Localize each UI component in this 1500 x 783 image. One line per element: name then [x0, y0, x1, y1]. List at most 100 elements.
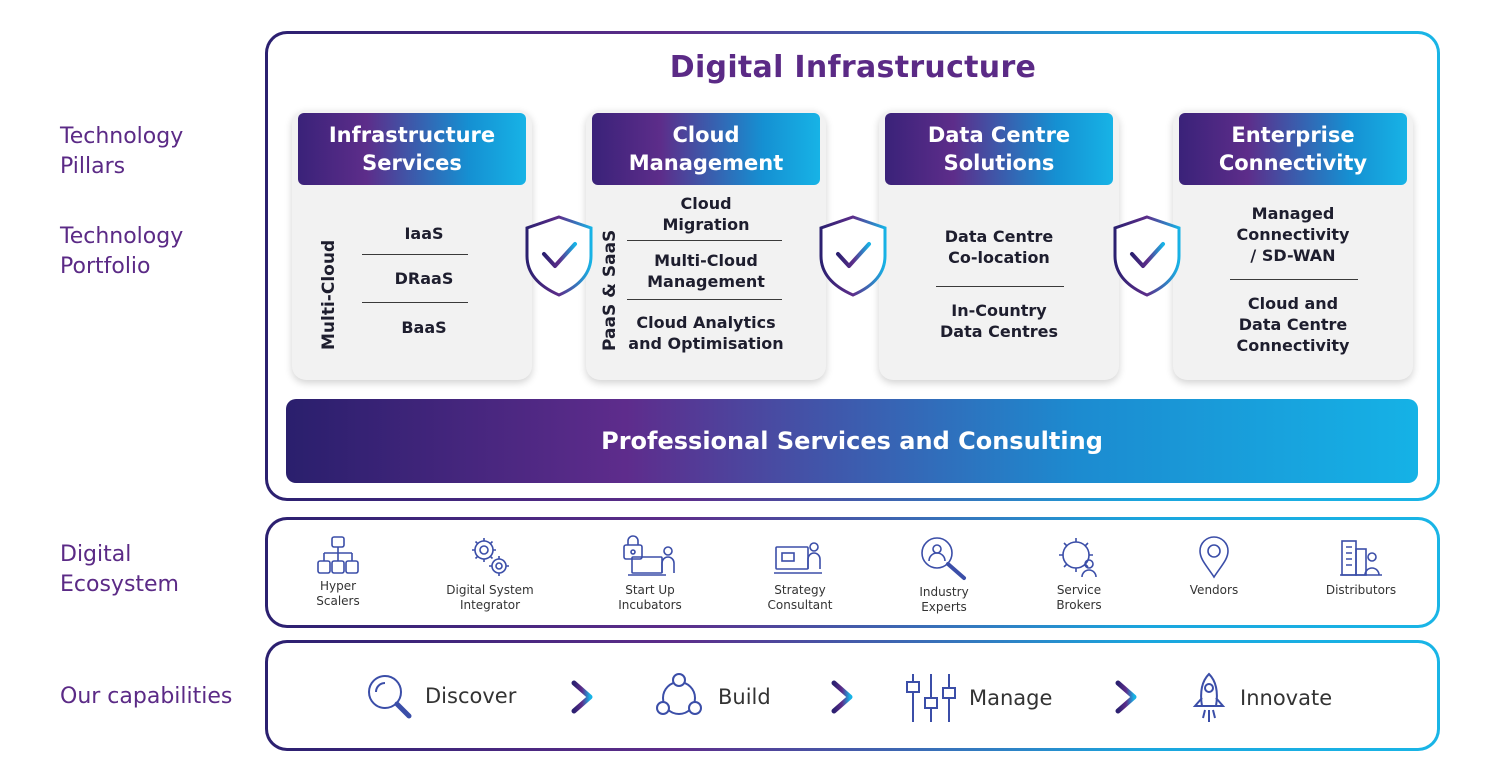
- item-line: Cloud and: [1247, 294, 1339, 313]
- label-line: Portfolio: [60, 254, 151, 279]
- capability-build: Build: [652, 672, 771, 722]
- capability-manage: Manage: [905, 672, 1052, 724]
- shield-check-icon: [525, 215, 593, 297]
- item-line: Migration: [662, 215, 750, 234]
- item-line: Cloud: [680, 194, 732, 213]
- item-line: Connectivity: [1236, 225, 1350, 244]
- label-line: Technology: [60, 124, 184, 149]
- gear-person-icon: [1059, 538, 1097, 578]
- ecosystem-label-line: Strategy: [774, 583, 826, 597]
- header-line: Connectivity: [1218, 151, 1368, 175]
- capability-discover: Discover: [365, 672, 516, 720]
- ecosystem-label-line: Brokers: [1056, 598, 1102, 612]
- item-line: Multi-Cloud: [654, 251, 758, 270]
- network-circle-icon: [656, 673, 702, 715]
- ecosystem-label-line: Distributors: [1325, 583, 1397, 597]
- label-line: Technology: [60, 224, 184, 249]
- label-line: Digital: [60, 542, 132, 567]
- divider: [362, 254, 468, 255]
- lock-monitor-icon: [623, 535, 675, 576]
- presenter-icon: [774, 542, 822, 574]
- divider: [627, 299, 782, 300]
- item-line: In-Country: [951, 301, 1047, 320]
- person-magnifier-icon: [921, 537, 966, 580]
- ecosystem-label-line: Experts: [921, 600, 967, 614]
- location-pin-icon: [1199, 536, 1229, 579]
- digital-ecosystem-box: [265, 517, 1440, 628]
- header-line: Management: [628, 151, 784, 175]
- divider: [627, 240, 782, 241]
- ecosystem-label-line: Industry: [919, 585, 969, 599]
- header-line: Data Centre: [927, 123, 1071, 147]
- diagram-title: Digital Infrastructure: [669, 50, 1037, 85]
- item-line: / SD-WAN: [1250, 246, 1336, 265]
- divider: [936, 286, 1064, 287]
- portfolio-item: IaaS: [404, 224, 444, 243]
- item-line: Cloud Analytics: [636, 313, 776, 332]
- header-line: Solutions: [943, 151, 1055, 175]
- item-line: Management: [647, 272, 765, 291]
- header-line: Infrastructure: [328, 123, 496, 147]
- magnifier-icon: [368, 675, 412, 719]
- chevron-right-icon: [1115, 680, 1137, 714]
- portfolio-item: BaaS: [401, 318, 447, 337]
- divider: [362, 302, 468, 303]
- capability-label: Build: [718, 685, 771, 709]
- ecosystem-label-line: Hyper: [319, 579, 357, 593]
- ecosystem-label-line: Scalers: [316, 594, 360, 608]
- label-technology-portfolio: Technology Portfolio: [60, 222, 183, 282]
- label-line: Pillars: [60, 154, 126, 179]
- item-line: Data Centre: [1238, 315, 1348, 334]
- ecosystem-label-line: Service: [1056, 583, 1102, 597]
- ecosystem-label-line: Consultant: [767, 598, 833, 612]
- ecosystem-label-line: Incubators: [618, 598, 682, 612]
- capability-label: Discover: [425, 684, 517, 708]
- chevron-right-icon: [831, 680, 853, 714]
- ecosystem-distributors: Distributors: [1301, 535, 1421, 598]
- item-line: Managed: [1251, 204, 1335, 223]
- item-line: Co-location: [948, 248, 1050, 267]
- ecosystem-label-line: Digital System: [446, 583, 534, 597]
- item-line: Data Centre: [944, 227, 1054, 246]
- capability-label: Manage: [969, 686, 1053, 710]
- shield-check-icon: [1113, 215, 1181, 297]
- label-line: Our capabilities: [60, 684, 233, 709]
- divider: [1230, 279, 1358, 280]
- ecosystem-vendors: Vendors: [1154, 535, 1274, 598]
- sliders-icon: [906, 674, 956, 722]
- label-line: Ecosystem: [60, 572, 179, 597]
- header-line: Enterprise: [1231, 123, 1355, 147]
- buildings-icon: [1340, 540, 1382, 576]
- capability-label: Innovate: [1240, 686, 1333, 710]
- gears-icon: [472, 538, 509, 576]
- portfolio-item: DRaaS: [394, 269, 454, 288]
- ecosystem-label-line: Integrator: [459, 598, 521, 612]
- item-line: Connectivity: [1236, 336, 1350, 355]
- label-digital-ecosystem: Digital Ecosystem: [60, 540, 179, 600]
- header-line: Services: [362, 151, 462, 175]
- chevron-right-icon: [571, 680, 593, 714]
- capabilities-box: [265, 640, 1440, 751]
- item-line: Data Centres: [940, 322, 1058, 341]
- label-our-capabilities: Our capabilities: [60, 682, 232, 712]
